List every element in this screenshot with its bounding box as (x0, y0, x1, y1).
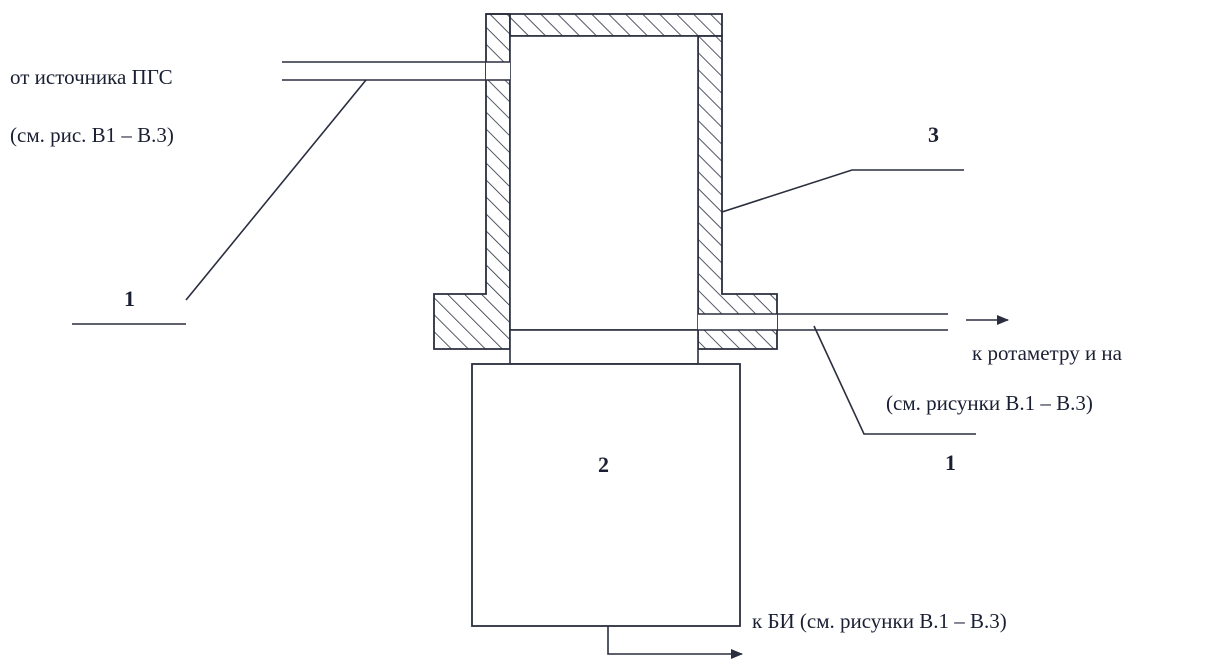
outlet-label-line1: к ротаметру и на (972, 341, 1123, 365)
leader-tube-left (185, 79, 367, 301)
leader-tube-right (813, 325, 976, 435)
inlet-label-line1: от источника ПГС (10, 65, 173, 89)
housing-neck (509, 329, 699, 365)
callout-block: 2 (598, 452, 609, 477)
housing-cavity (509, 35, 699, 331)
outlet-label-line2: (см. рисунки В.1 – В.3) (886, 391, 1093, 415)
callout-housing: 3 (928, 122, 939, 147)
inlet-label-line2: (см. рис. В1 – В.3) (10, 123, 174, 147)
bottom-outlet-arrow (607, 626, 743, 659)
outlet-tube (698, 313, 1009, 331)
detector-block (471, 363, 741, 627)
inlet-tube (282, 61, 510, 81)
bottom-outlet-label: к БИ (см. рисунки В.1 – В.3) (752, 609, 1007, 633)
housing-wall-right (697, 35, 778, 350)
callout-tube-right: 1 (945, 450, 956, 475)
callout-tube-left: 1 (124, 286, 135, 311)
housing-wall-top (486, 13, 723, 37)
leader-housing (721, 169, 964, 213)
housing (433, 13, 778, 365)
